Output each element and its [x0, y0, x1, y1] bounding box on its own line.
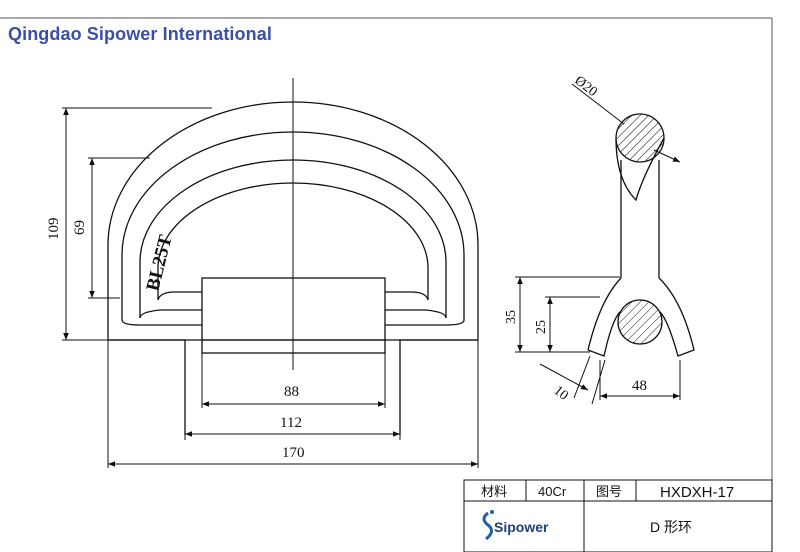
dim-base-inner-width: 88 [284, 384, 299, 400]
ring-loop-inner [157, 182, 429, 300]
part-name: D 形环 [650, 519, 692, 535]
title-block [463, 479, 773, 552]
dim-height-35: 35 [504, 310, 519, 324]
drawing-border [0, 17, 773, 552]
material-label: 材料 [481, 484, 507, 499]
bottom-saddle [587, 277, 695, 357]
sipower-logo: Sipower [482, 510, 549, 541]
dim-overall-width: 170 [282, 445, 305, 461]
material-value: 40Cr [538, 484, 567, 499]
dim-overall-height: 109 [46, 218, 62, 241]
drawing-no-value: HXDXH-17 [660, 484, 734, 501]
forging-marking: BL25T [142, 232, 176, 293]
ring-outer-edge [107, 101, 479, 340]
dim-base-outer-width: 112 [280, 415, 302, 431]
ring-loop-mid [139, 159, 447, 318]
company-title: Qingdao Sipower International [8, 24, 272, 44]
logo-text: Sipower [494, 519, 549, 535]
dim-rod-diameter: Ø20 [572, 73, 600, 100]
dim-inner-height: 69 [72, 220, 88, 235]
side-view [587, 113, 695, 357]
bottom-section-circle [617, 299, 663, 345]
dim-thickness-10: 10 [551, 383, 571, 403]
front-dimensions [62, 107, 479, 468]
retaining-strap [201, 277, 386, 354]
dim-height-25: 25 [534, 320, 549, 334]
front-view [107, 78, 479, 435]
dim-width-48: 48 [632, 378, 647, 394]
ring-loop-outer [121, 131, 465, 320]
top-section-circle [615, 113, 665, 163]
drawing-no-label: 图号 [596, 484, 622, 499]
side-dimensions [515, 83, 681, 405]
